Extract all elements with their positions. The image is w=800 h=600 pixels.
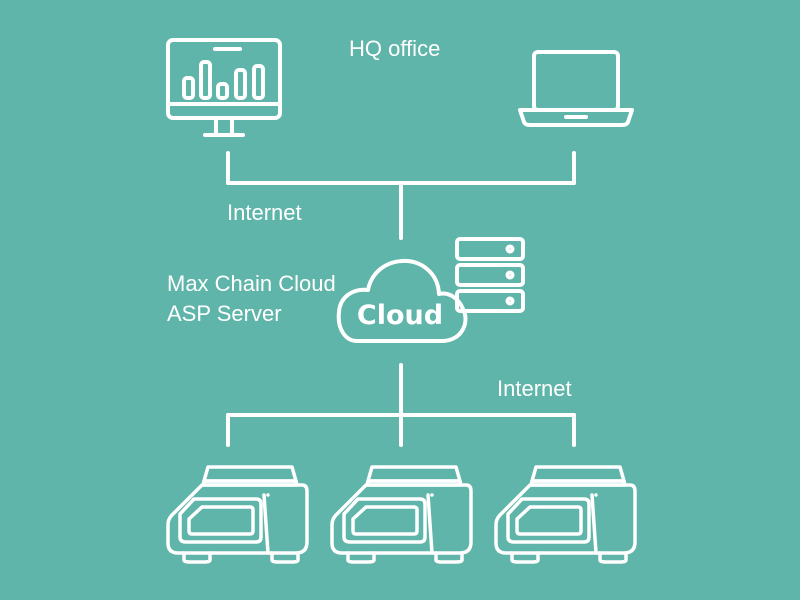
internet-top-label: Internet xyxy=(227,200,302,225)
desktop-monitor-icon xyxy=(166,38,282,137)
scale-icon-2 xyxy=(330,465,473,564)
hq-office-label: HQ office xyxy=(349,36,441,61)
laptop-icon xyxy=(518,50,634,127)
server-label-line2: ASP Server xyxy=(167,301,282,326)
internet-bottom-label: Internet xyxy=(497,376,572,401)
cloud-label: Cloud xyxy=(357,300,443,331)
server-label-line1: Max Chain Cloud xyxy=(167,271,336,296)
top-connector xyxy=(226,151,576,240)
scale-icon-1 xyxy=(166,465,309,564)
bottom-connector xyxy=(226,363,576,447)
cloud-icon xyxy=(336,258,468,343)
server-rack-icon xyxy=(455,237,525,313)
scale-icon-3 xyxy=(494,465,637,564)
